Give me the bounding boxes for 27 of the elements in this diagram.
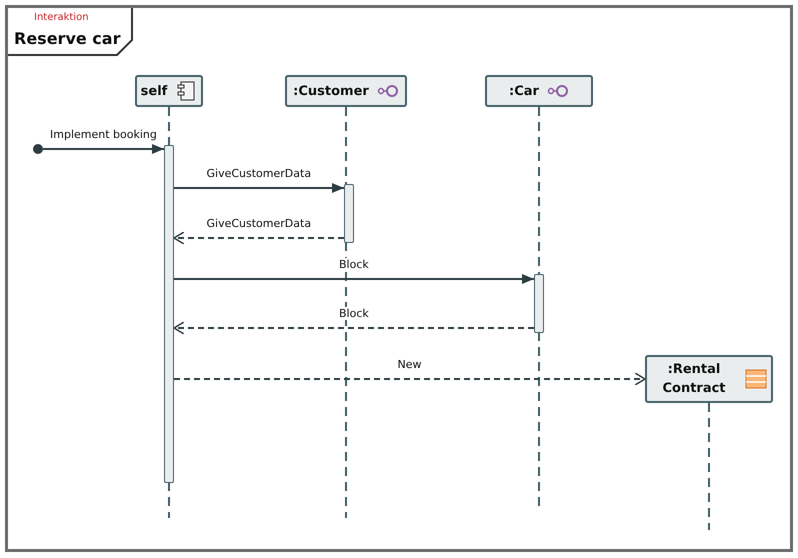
participant-name: self [140,82,168,100]
activation-bar [164,145,174,483]
message-arrow [43,144,164,154]
participant-name: :Car [509,82,539,100]
interaction-frame [5,5,793,552]
activation-bar [534,274,544,333]
activation-bar [344,184,354,243]
reply-arrow [173,231,344,245]
frame-title: Reserve car [14,29,120,48]
participant-name: :Rental Contract [661,361,727,398]
message-arrow [174,183,344,193]
edge-label: GiveCustomerData [204,217,314,230]
edge-label: GiveCustomerData [204,167,314,180]
lifeline-head [135,75,203,107]
frame-kind-label: Interaktion [34,12,89,23]
lifeline-head [645,355,773,403]
reply-arrow [174,372,646,386]
lifeline-head [485,75,593,107]
message-arrow [174,274,534,284]
lifeline-head [285,75,407,107]
edge-label: Block [337,307,371,320]
start-dot [33,144,43,154]
edge-label: New [396,358,424,371]
reply-arrow [173,321,534,335]
edge-label: Implement booking [48,128,159,141]
participant-name: :Customer [293,82,369,100]
edge-label: Block [337,258,371,271]
